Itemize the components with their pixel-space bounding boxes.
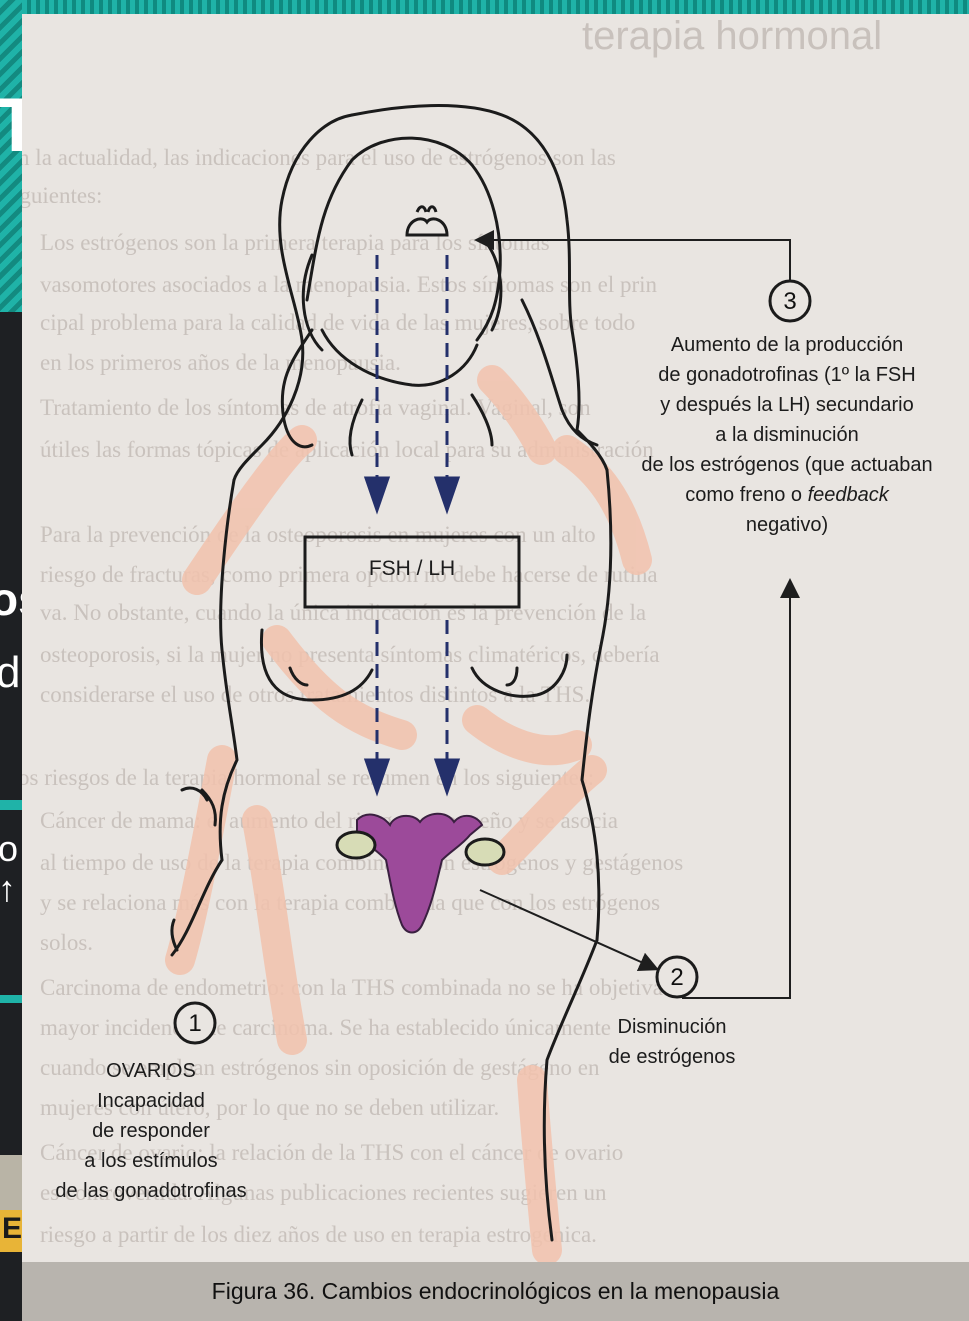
step-1-line: a los estímulos xyxy=(22,1146,280,1176)
figure-caption: Figura 36. Cambios endocrinológicos en l… xyxy=(22,1278,969,1305)
step-2-line: Disminución xyxy=(582,1012,762,1042)
left-ovary-icon xyxy=(337,832,375,858)
step-3-line: a la disminución xyxy=(612,420,962,450)
step-2-label: Disminución de estrógenos xyxy=(582,1012,762,1072)
step-1-line: OVARIOS xyxy=(22,1056,280,1086)
step-3-line: y después la LH) secundario xyxy=(612,390,962,420)
fsh-lh-label: FSH / LH xyxy=(305,554,519,584)
step-3-line: negativo) xyxy=(612,510,962,540)
step-1-line: Incapacidad xyxy=(22,1086,280,1116)
step-3-number: 3 xyxy=(783,288,796,315)
strip-fragment-5: ↑ xyxy=(0,868,16,910)
step-3-line: Aumento de la producción xyxy=(612,330,962,360)
step-1-line: de las gonadotrofinas xyxy=(22,1176,280,1206)
step-3-label: Aumento de la producción de gonadotrofin… xyxy=(612,330,962,540)
scanned-page: terapia hormonal En la actualidad, las i… xyxy=(22,0,969,1321)
step-1-label: OVARIOS Incapacidad de responder a los e… xyxy=(22,1056,280,1206)
step-1-line: de responder xyxy=(22,1116,280,1146)
step-3-line-emphasis: feedback xyxy=(808,484,889,506)
step-1-number: 1 xyxy=(188,1010,201,1037)
step-3-line-prefix: como freno o xyxy=(685,484,807,506)
step-3-line: de gonadotrofinas (1º la FSH xyxy=(612,360,962,390)
strip-fragment-4: o xyxy=(0,828,18,870)
step-2-line: de estrógenos xyxy=(582,1042,762,1072)
right-ovary-icon xyxy=(466,839,504,865)
step-2-number: 2 xyxy=(670,964,683,991)
strip-fragment-6: E xyxy=(2,1212,22,1246)
step-3-line: de los estrógenos (que actuaban xyxy=(612,450,962,480)
pituitary-icon xyxy=(407,207,447,235)
woman-head xyxy=(234,106,607,480)
uterus-icon xyxy=(337,814,504,933)
step-3-line-feedback: como freno o feedback xyxy=(612,480,962,510)
